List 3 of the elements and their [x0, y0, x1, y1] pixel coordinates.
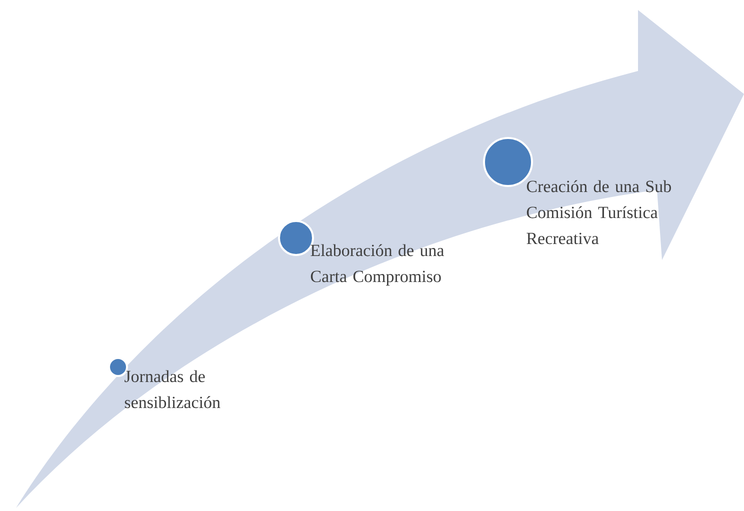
step-label: Jornadas de sensiblización — [124, 370, 220, 408]
step-label: Elaboración de una Carta Compromiso — [310, 244, 444, 286]
step-label: Creación de una Sub Comisión Turística Recreativa — [526, 180, 671, 244]
